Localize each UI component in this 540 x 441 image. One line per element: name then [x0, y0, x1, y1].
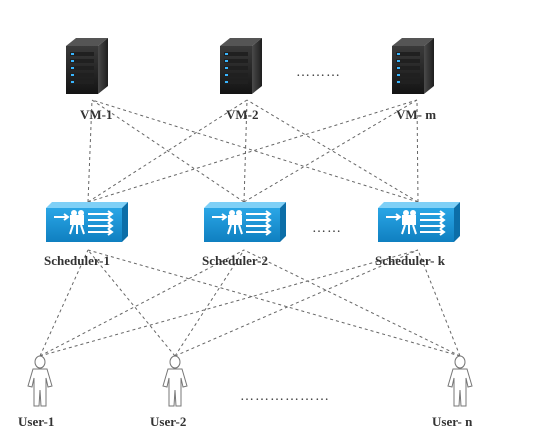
user-label: User-1	[18, 414, 54, 429]
user-node-n: User- n	[432, 355, 473, 429]
user-node-2: User-2	[150, 355, 188, 429]
user-icon	[447, 355, 473, 407]
scheduler-node-2: Scheduler-2	[202, 201, 287, 268]
user-node-1: User-1	[18, 355, 54, 429]
vm-node-2: VM-2	[220, 38, 262, 122]
scheduler-row-ellipsis: ……	[312, 221, 342, 236]
vm-node-1: VM-1	[66, 38, 113, 122]
user-label: User-2	[150, 414, 186, 429]
user-label: User- n	[432, 414, 473, 429]
server-icon	[66, 38, 108, 94]
scheduler-vm-links	[87, 99, 419, 203]
scheduler-label: Scheduler-1	[44, 253, 110, 268]
scheduler-label: Scheduler-2	[202, 253, 268, 268]
scheduler-switch-icon	[377, 201, 461, 243]
server-icon	[392, 38, 434, 94]
scheduler-switch-icon	[203, 201, 287, 243]
vm-row-ellipsis: ………	[296, 65, 341, 80]
user-row-ellipsis: ………………	[240, 389, 330, 404]
vm-node-m: VM- m	[392, 38, 436, 122]
vm-label: VM- m	[396, 107, 436, 122]
scheduler-label: Scheduler- k	[375, 253, 446, 268]
scheduler-switch-icon	[45, 201, 129, 243]
vm-label: VM-1	[80, 107, 113, 122]
user-icon	[162, 355, 188, 407]
vm-label: VM-2	[226, 107, 259, 122]
user-icon	[27, 355, 53, 407]
scheduler-node-1: Scheduler-1	[44, 201, 129, 268]
user-scheduler-links	[39, 249, 461, 357]
scheduler-node-k: Scheduler- k	[375, 201, 461, 268]
server-icon	[220, 38, 262, 94]
